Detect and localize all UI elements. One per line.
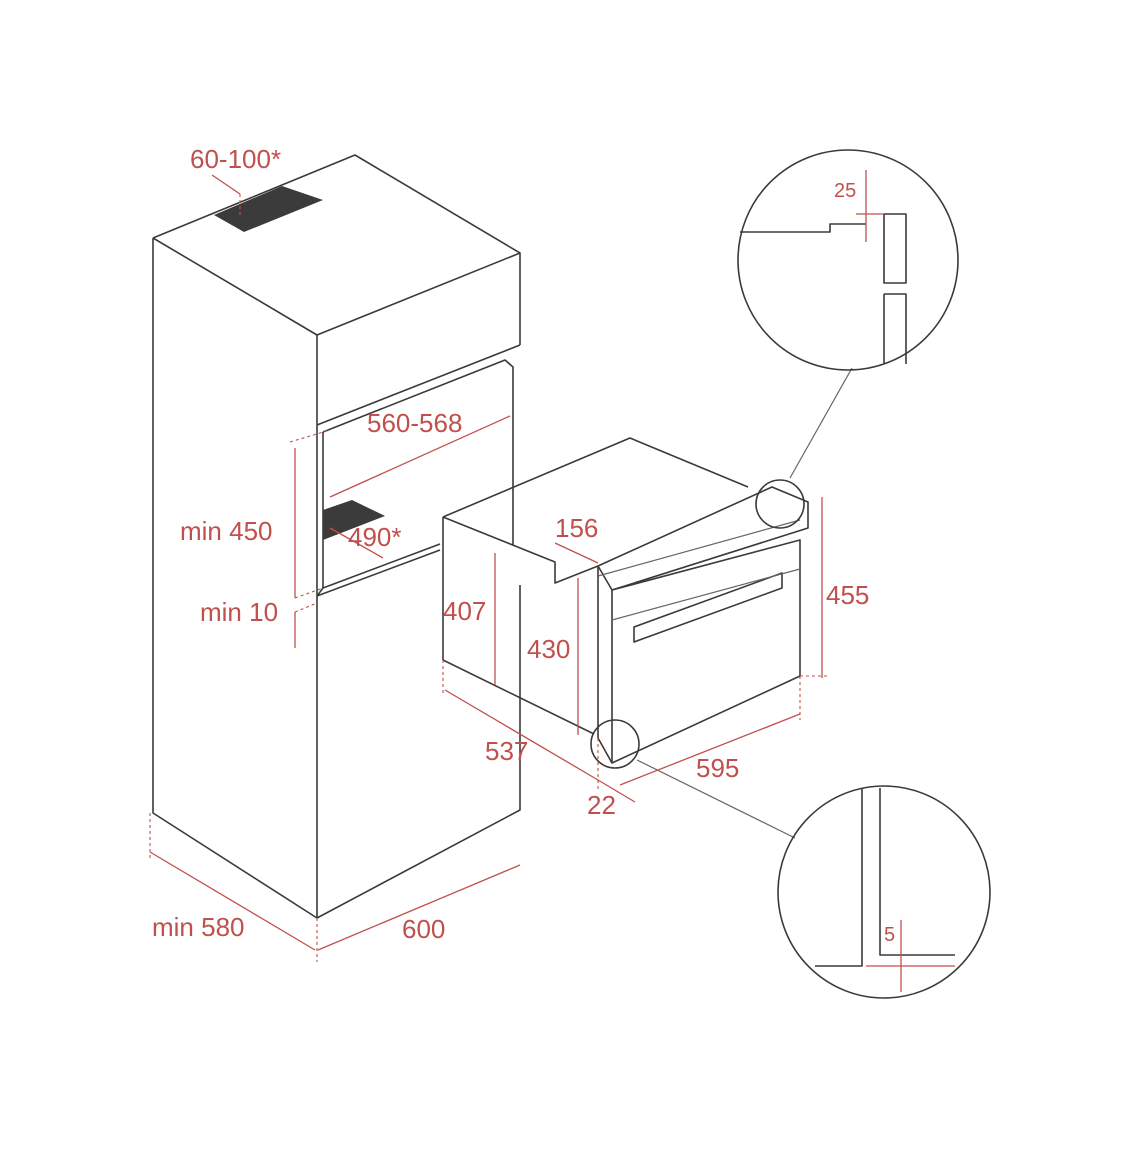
- label-cabinet-width: 600: [402, 914, 445, 944]
- label-oven-total-height: 455: [826, 580, 869, 610]
- oven-body: [442, 437, 809, 764]
- label-oven-body-height: 407: [443, 596, 486, 626]
- label-oven-front-offset: 156: [555, 513, 598, 543]
- detail-circle-bottom: [777, 785, 991, 999]
- dimension-lines: [149, 174, 828, 962]
- label-niche-width: 560-568: [367, 408, 462, 438]
- label-detail-top-gap: 25: [834, 180, 856, 202]
- label-oven-front-height: 430: [527, 634, 570, 664]
- detail-bottom: [590, 719, 991, 999]
- label-oven-depth: 537: [485, 736, 528, 766]
- label-gap-below-min: min 10: [200, 597, 278, 627]
- bottom-ventilation-slot: [323, 500, 385, 540]
- label-top-vent: 60-100*: [190, 144, 281, 174]
- detail-top: [737, 149, 959, 529]
- detail-marker-bottom: [590, 719, 640, 769]
- detail-circle-top: [737, 149, 959, 371]
- dimension-labels: 60-100* 560-568 min 450 490* min 10 min …: [152, 144, 895, 946]
- label-bottom-vent: 490*: [348, 522, 402, 552]
- top-ventilation-slot: [214, 186, 323, 232]
- label-oven-width: 595: [696, 753, 739, 783]
- label-niche-height-min: min 450: [180, 516, 273, 546]
- label-front-panel-thickness: 22: [587, 790, 616, 820]
- label-cabinet-depth-min: min 580: [152, 912, 245, 942]
- label-detail-bottom-gap: 5: [884, 924, 895, 946]
- detail-marker-top: [755, 479, 805, 529]
